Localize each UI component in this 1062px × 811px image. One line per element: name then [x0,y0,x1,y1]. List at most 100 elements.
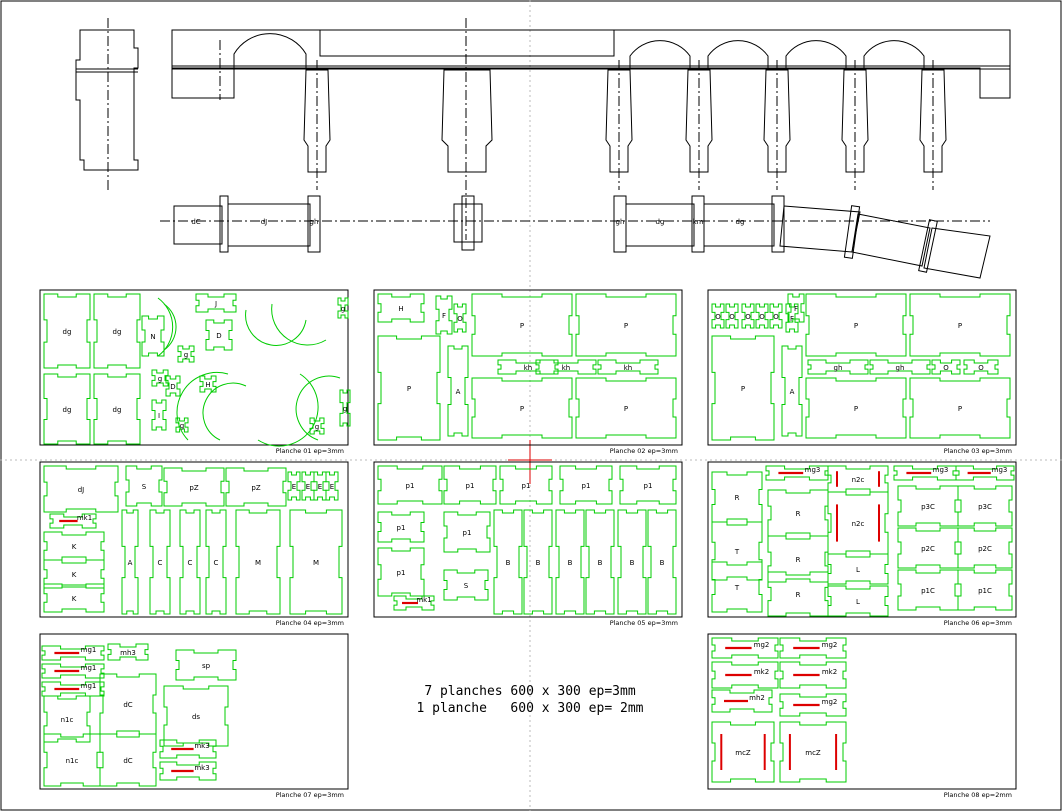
part-outline [493,509,523,615]
part-label: O [715,313,721,321]
part-label: mk1 [416,596,431,604]
part-outline [711,721,775,783]
part-label: p1 [644,482,653,490]
part-dJ: dJ [43,465,119,513]
part-label: P [958,322,962,330]
part-label: g [158,375,162,383]
part-label: n2c [852,476,865,484]
part-outline [337,297,349,319]
part-label: dg [113,406,122,414]
part-outline [159,739,217,759]
viaduct-deck [171,18,1011,240]
part-label: P [624,322,628,330]
part-outline [957,569,1013,611]
part-O: O [711,303,725,329]
plan-view [160,195,991,279]
part-outline [779,661,847,689]
part-g: g [339,389,351,427]
part-label: dC [123,757,132,765]
part-outline [909,293,1011,357]
part-outline [597,359,659,375]
part-label: mg1 [81,682,97,690]
part-outline [453,303,467,333]
part-sp: sp [175,649,237,681]
part-outline [339,389,351,427]
part-label: T [734,584,740,592]
part-A: A [781,345,803,437]
part-g: g [337,297,349,319]
board-frame [39,633,349,790]
elevation-label: dJ [261,218,268,226]
part-N: N [141,315,165,357]
part-label: P [958,405,962,413]
part-outline [755,303,769,329]
part-E: E [313,471,327,501]
part-label: R [796,510,801,518]
part-label: p2C [921,545,935,553]
part-label: O [773,313,779,321]
part-O: O [755,303,769,329]
part-B: B [493,509,523,615]
part-mg2: mg2 [779,693,847,717]
part-label: R [796,556,801,564]
elevation-label: dg [656,218,665,226]
part-P: P [909,377,1011,439]
part-outline [235,509,281,615]
part-label: O [978,364,984,372]
part-label: n2c [852,520,865,528]
board-title: Planche 05 ep=3mm [610,619,678,627]
part-C: C [179,509,201,615]
part-P: P [471,377,573,439]
part-label: S [464,582,469,590]
part-B: B [617,509,647,615]
part-O: O [963,359,999,375]
part-outline [443,465,497,505]
part-O: O [725,303,739,329]
part-S: S [125,465,163,507]
part-B: B [555,509,585,615]
part-label: p2C [978,545,992,553]
part-label: mk2 [822,668,837,676]
part-label: B [568,559,573,567]
part-C: C [149,509,171,615]
part-label: dg [113,328,122,336]
part-outline [779,637,847,659]
part-label: p3C [921,503,935,511]
part-label: N [150,333,155,341]
elevation-label: dg [736,218,745,226]
part-label: g [343,405,347,413]
part-label: kh [624,364,633,372]
part-outline [963,359,999,375]
part-outline [769,303,783,329]
part-p1: p1 [559,465,613,505]
part-label: p1 [522,482,531,490]
board-title: Planche 01 ep=3mm [276,447,344,455]
part-g: g [309,417,325,435]
part-mh3: mh3 [107,643,149,661]
part-p1: p1 [499,465,553,505]
board-title: Planche 02 ep=3mm [610,447,678,455]
part-label: mk3 [194,764,209,772]
part-g: g [177,345,195,363]
part-label: O [457,315,463,323]
part-F: F [435,295,453,335]
part-outline [555,509,585,615]
part-p2C: p2C [957,527,1013,569]
part-n1c: n1c [43,695,91,743]
part-outline [93,373,141,445]
part-p1: p1 [619,465,677,505]
part-label: P [407,385,411,393]
part-label: mg1 [81,664,97,672]
part-label: E [330,483,334,491]
part-P: P [909,293,1011,357]
part-mg2: mg2 [779,637,847,659]
part-label: R [735,494,740,502]
part-dg: dg [93,293,141,369]
part-outline [179,509,201,615]
part-label: B [506,559,511,567]
part-P: P [377,335,441,441]
part-outline [471,377,573,439]
